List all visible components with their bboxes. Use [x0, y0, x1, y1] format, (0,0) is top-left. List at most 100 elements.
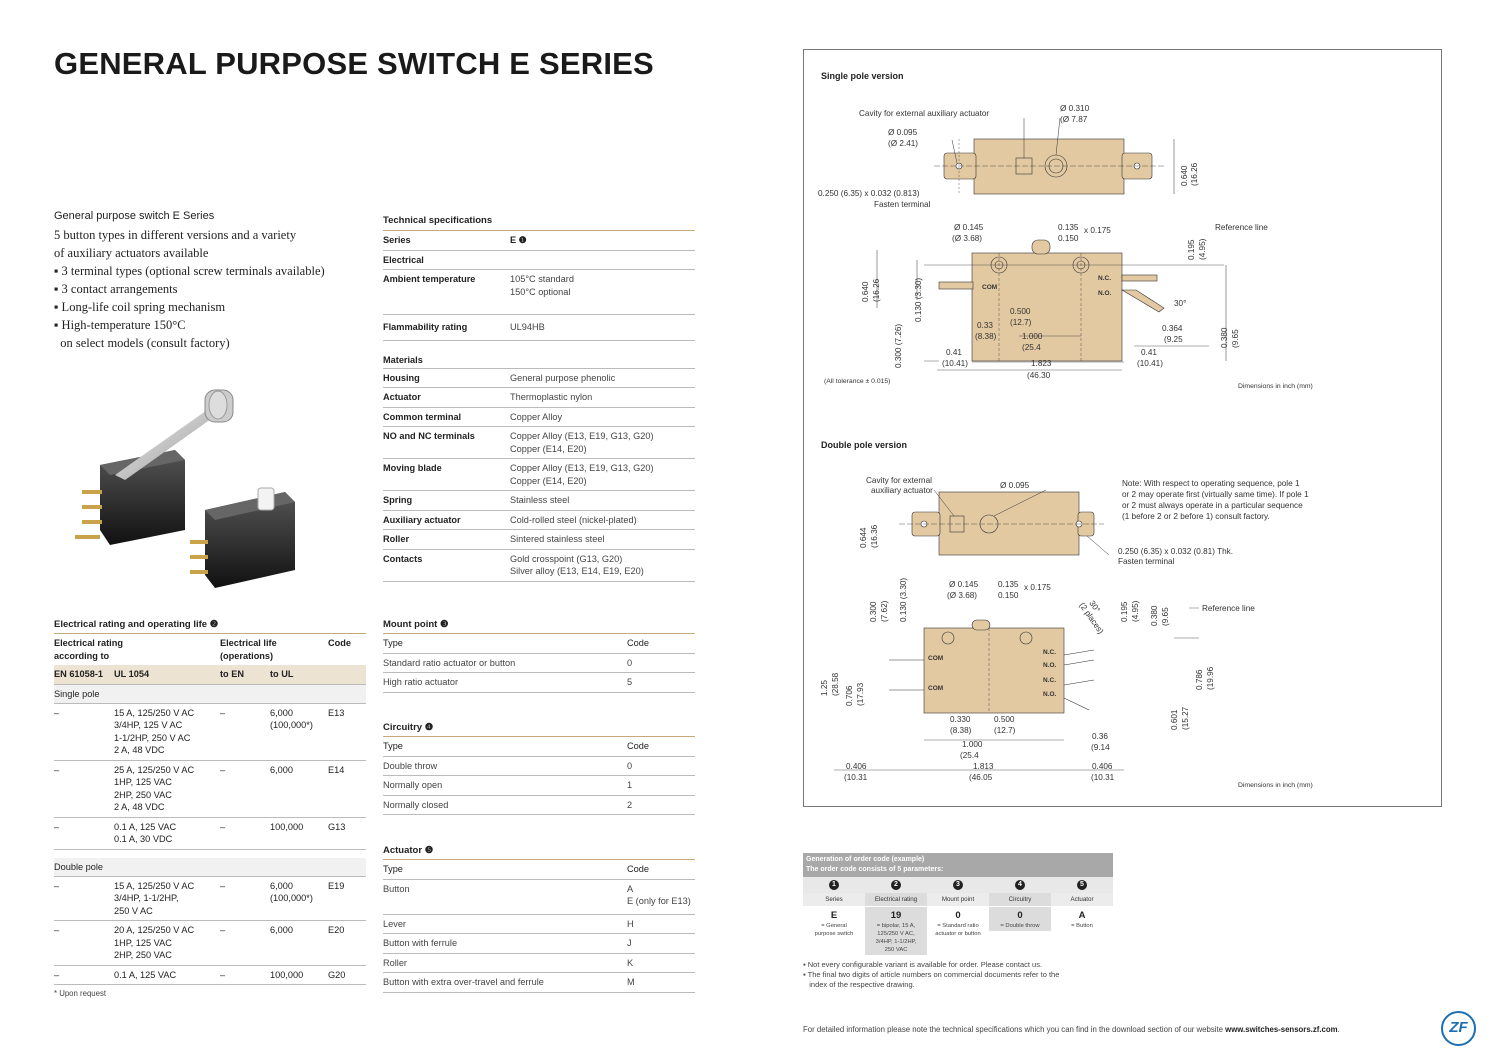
rating-cell: –	[54, 821, 60, 832]
zf-logo: ZF	[1441, 1011, 1476, 1046]
dim-label: Ø 0.145	[954, 223, 984, 232]
col-header: Code	[627, 741, 649, 751]
dim-label: (9.14	[1091, 743, 1110, 752]
note-line: (1 before 2 or 2 before 1) consult facto…	[1122, 512, 1270, 521]
group-single-pole: Single pole	[54, 684, 366, 704]
double-side-view	[834, 607, 1199, 771]
type-cell: Normally open	[383, 780, 443, 790]
rating-cell: G13	[328, 821, 346, 832]
spec-value: 105°C standard	[510, 274, 574, 284]
spec-value: Copper (E14, E20)	[510, 475, 587, 486]
group-double-pole: Double pole	[54, 857, 366, 877]
rating-line: 6,000	[270, 925, 293, 935]
param-desc-line: purpose switch	[814, 931, 854, 937]
rating-line: 1HP, 125 VAC	[114, 937, 172, 948]
param-desc: = Button	[1051, 921, 1113, 931]
reference-label: Reference line	[1202, 604, 1255, 613]
dim-label: 0.33	[977, 321, 993, 330]
order-notes: ▪ Not every configurable variant is avai…	[803, 960, 1103, 990]
dim-label: (17.93	[856, 682, 865, 706]
drawings-svg: Single pole version Cavity for external …	[818, 71, 1313, 789]
code-cell: 0	[627, 657, 633, 668]
std-label: to UL	[270, 669, 294, 679]
param-title: Series	[803, 893, 865, 906]
dim-label: 0.150	[998, 591, 1019, 600]
dim-label: 0.644	[859, 527, 868, 548]
spec-label: Auxiliary actuator	[383, 514, 461, 525]
dim-label: (8.38)	[975, 332, 997, 341]
rating-cell: –	[54, 880, 60, 891]
dim-label: (28.58	[831, 672, 840, 696]
terminal-label: COM	[982, 284, 997, 291]
dim-label: 0.41	[946, 348, 962, 357]
spec-section: Electrical	[383, 254, 424, 265]
terminal-label: N.O.	[1043, 662, 1057, 669]
actuator-title: Actuator ❺	[383, 845, 695, 860]
rating-line: 2HP, 250 VAC	[114, 789, 172, 800]
dim-label: 0.300 (7.26)	[894, 324, 903, 368]
cavity-label: Cavity for external	[866, 476, 932, 485]
param-number: 5	[1077, 880, 1087, 890]
spec-section: Materials	[383, 341, 695, 369]
rating-cell: –	[54, 764, 60, 775]
dim-label: Ø 0.095	[888, 128, 918, 137]
dim-label: (25.4	[1022, 343, 1041, 352]
dim-label: 0.380	[1150, 605, 1159, 626]
intro-title: General purpose switch E Series	[54, 210, 215, 222]
dim-label: (10.41)	[942, 359, 968, 368]
spec-value: Thermoplastic nylon	[510, 392, 593, 402]
fasten-label: 0.250 (6.35) x 0.032 (0.81) Thk.	[1118, 547, 1233, 556]
dim-label: 1.25	[820, 680, 829, 696]
footer-link[interactable]: www.switches-sensors.zf.com	[1225, 1025, 1338, 1034]
rating-cell: E20	[328, 925, 345, 935]
spec-label: Flammability rating	[383, 322, 468, 332]
param-desc-line: = Standard ratio	[937, 923, 979, 929]
intro: General purpose switch E Series 5 button…	[54, 210, 364, 352]
order-head: Generation of order code (example)	[806, 856, 925, 863]
dim-label: (15.27	[1181, 706, 1190, 730]
tech-title: Technical specifications	[383, 215, 695, 231]
spec-label: Roller	[383, 534, 410, 544]
dim-label: Ø 0.145	[949, 580, 979, 589]
circuitry-title: Circuitry ❹	[383, 722, 695, 737]
dimension-drawings: Single pole version Cavity for external …	[803, 49, 1442, 807]
spec-label: Actuator	[383, 392, 421, 402]
spec-value: General purpose phenolic	[510, 372, 616, 383]
rating-cell: 6,000	[270, 764, 328, 814]
type-cell: Button	[383, 883, 410, 894]
footer: For detailed information please note the…	[803, 1025, 1340, 1034]
dim-label: (Ø 7.87	[1060, 115, 1088, 124]
intro-line: ▪ Long-life coil spring mechanism	[54, 300, 226, 314]
col-header: Code	[627, 638, 649, 648]
param-number: 1	[829, 880, 839, 890]
spec-row: Actuator Thermoplastic nylon	[383, 388, 695, 408]
code-cell: A	[627, 883, 634, 894]
dim-label: (10.31	[844, 773, 868, 782]
rating-line: 1-1/2HP, 250 V AC	[114, 732, 191, 743]
rating-line: 1HP, 125 VAC	[114, 777, 172, 787]
type-cell: Lever	[383, 918, 406, 929]
terminal-label: COM	[928, 685, 943, 692]
dim-label: 1.000	[1022, 332, 1043, 341]
terminal-label: N.C.	[1043, 677, 1056, 684]
rating-cell: 6,000(100,000*)	[270, 707, 328, 757]
std-label: EN 61058-1	[54, 669, 104, 679]
page-title: GENERAL PURPOSE SWITCH E SERIES	[54, 46, 654, 81]
single-top-view	[934, 117, 1175, 195]
code-cell: 1	[627, 780, 633, 790]
param-title: Mount point	[927, 893, 989, 906]
dim-label: 0.195	[1120, 601, 1129, 622]
col-header: Type	[383, 864, 403, 874]
dim-label: 0.601	[1170, 709, 1179, 730]
rating-line: 2 A, 48 VDC	[114, 745, 165, 755]
rating-line: 3/4HP, 1-1/2HP,	[114, 893, 179, 903]
dim-label: (8.38)	[950, 726, 972, 735]
rating-cell: 100,000	[270, 821, 328, 846]
